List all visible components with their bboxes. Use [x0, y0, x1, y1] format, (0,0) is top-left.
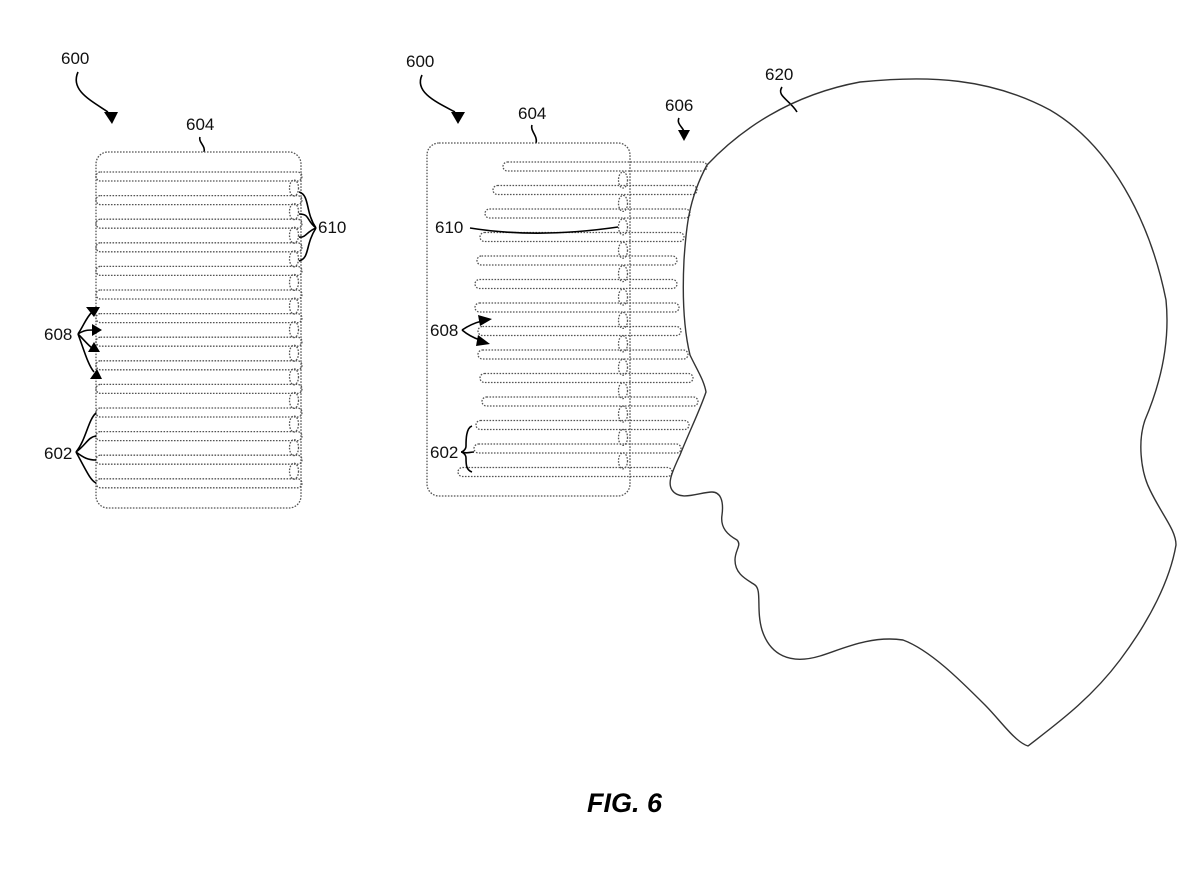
label-620: 620 [765, 65, 793, 84]
sensor-610 [288, 462, 300, 480]
sensor-610 [617, 452, 629, 470]
label-610-right: 610 [435, 218, 463, 237]
strip-602 [473, 443, 682, 454]
leader-604-left [198, 136, 206, 153]
sensor-610 [288, 179, 300, 197]
right-strips [457, 161, 708, 478]
strip-602 [95, 430, 303, 442]
sensor-610 [617, 241, 629, 259]
strip-602 [475, 419, 690, 431]
strip-602 [484, 208, 691, 219]
arrowhead-icon [476, 335, 490, 346]
left-strips [95, 171, 303, 489]
strip-602 [502, 161, 708, 172]
sensor-610 [288, 320, 300, 339]
sensor-610 [617, 381, 629, 400]
arrowhead-icon [678, 130, 690, 141]
arrows-608-right [461, 315, 492, 346]
strip-602 [95, 242, 303, 253]
sensor-610 [617, 335, 629, 353]
strip-602 [95, 360, 303, 371]
strip-602 [95, 289, 303, 300]
brace-icon [460, 425, 473, 473]
sensor-610 [617, 264, 629, 283]
label-604-right: 604 [518, 104, 546, 123]
leader-620 [779, 86, 798, 113]
housing-604-left [95, 151, 302, 509]
right-view: 600 604 606 610 608 602 620 [406, 52, 1177, 747]
sensor-610 [288, 368, 300, 386]
label-606: 606 [665, 96, 693, 115]
strip-602 [95, 407, 303, 418]
sensor-610 [617, 311, 629, 330]
sensor-610 [617, 171, 629, 189]
sensor-610 [288, 391, 300, 410]
label-604-left: 604 [186, 115, 214, 134]
sensor-610 [288, 438, 300, 457]
strip-602 [479, 231, 685, 243]
strip-602 [95, 265, 303, 277]
arrowhead-icon [92, 324, 102, 336]
arrowhead-icon [478, 315, 492, 326]
label-602-left: 602 [44, 444, 72, 463]
strip-602 [476, 255, 678, 266]
strip-602 [95, 454, 303, 465]
arrowhead-icon [88, 342, 100, 352]
leader-602-right [461, 451, 475, 454]
strip-602 [95, 336, 303, 347]
sensor-610 [617, 288, 629, 306]
strip-602 [95, 478, 303, 489]
label-600-right: 600 [406, 52, 434, 71]
strip-602 [479, 372, 694, 384]
sensor-610 [617, 358, 629, 376]
sensor-610 [617, 194, 629, 213]
curved-arrow-icon [75, 71, 109, 113]
sensor-610 [288, 250, 300, 268]
sensor-610 [617, 428, 629, 447]
strip-602 [95, 383, 303, 395]
strip-602 [457, 466, 673, 478]
sensor-610 [288, 344, 300, 362]
arrowhead-icon [451, 112, 465, 124]
figure-caption: FIG. 6 [587, 788, 663, 818]
strip-602 [492, 184, 698, 196]
leaders-602-left [75, 412, 97, 484]
strip-602 [477, 325, 682, 337]
curved-arrow-icon [419, 74, 456, 113]
strip-602 [95, 194, 303, 206]
left-view: 600 604 610 608 602 [44, 49, 346, 509]
arrowhead-icon [104, 112, 118, 124]
sensor-610 [288, 297, 300, 315]
arrows-608-left [77, 307, 102, 379]
strip-602 [474, 302, 680, 313]
leader-610-right [469, 226, 619, 234]
sensor-610 [617, 405, 629, 423]
label-608-right: 608 [430, 321, 458, 340]
sensor-610 [288, 226, 300, 244]
sensor-610 [288, 415, 300, 433]
strip-602 [95, 171, 303, 182]
strip-602 [95, 312, 303, 324]
sensor-610 [288, 273, 300, 292]
left-sensors [288, 179, 300, 480]
label-600-left: 600 [61, 49, 89, 68]
leaders-610-left [298, 191, 317, 262]
head-620-outline [669, 78, 1177, 747]
sensor-610 [617, 218, 629, 236]
right-sensors [617, 171, 629, 470]
strip-602 [474, 278, 678, 290]
label-610-left: 610 [318, 218, 346, 237]
sensor-610 [288, 202, 300, 221]
strip-602 [481, 396, 699, 407]
label-602-right: 602 [430, 443, 458, 462]
arrowhead-icon [90, 369, 102, 379]
arrowhead-icon [86, 307, 100, 317]
strip-602 [477, 349, 689, 360]
leader-606 [677, 117, 685, 133]
leader-604-right [530, 124, 538, 144]
label-608-left: 608 [44, 325, 72, 344]
strip-602 [95, 218, 303, 229]
